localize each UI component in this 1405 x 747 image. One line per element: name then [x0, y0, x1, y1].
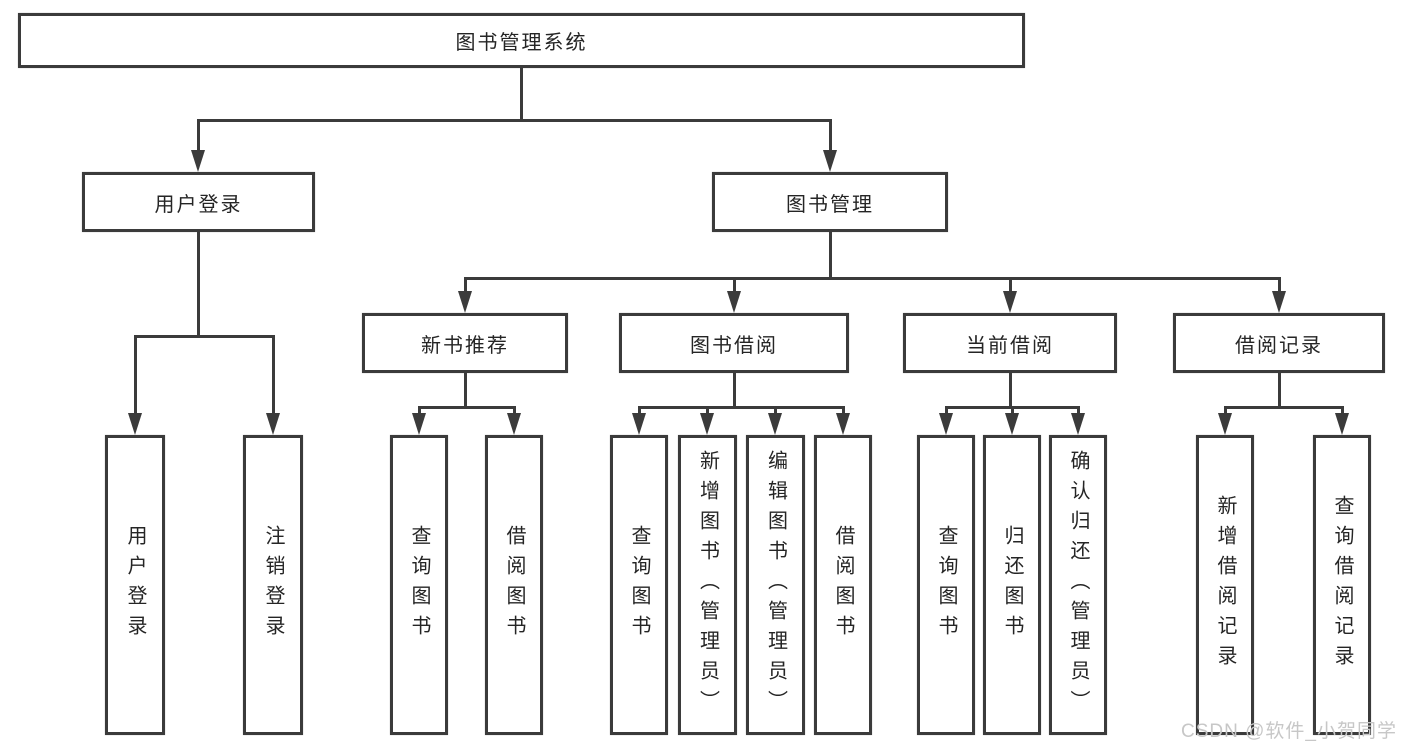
leaf-query-borrow-record: 查询借阅记录	[1313, 435, 1371, 735]
arrow-down-icon	[1272, 291, 1286, 313]
connector-line	[1224, 406, 1344, 409]
csdn-watermark: CSDN @软件_小贺同学	[1181, 721, 1397, 742]
connector-line	[1077, 406, 1080, 417]
arrow-down-icon	[1003, 291, 1017, 313]
connector-line	[829, 119, 832, 154]
connector-line	[464, 277, 1281, 280]
arrow-down-icon	[727, 291, 741, 313]
arrow-down-icon	[1071, 413, 1085, 435]
arrow-down-icon	[1335, 413, 1349, 435]
leaf-query-books-recommend: 查询图书	[390, 435, 448, 735]
connector-line	[638, 406, 844, 409]
node-user-login: 用户登录	[82, 172, 315, 232]
connector-line	[464, 277, 467, 295]
arrow-down-icon	[458, 291, 472, 313]
connector-line	[513, 406, 516, 417]
leaf-return-books: 归还图书	[983, 435, 1041, 735]
connector-line	[197, 119, 200, 154]
node-label: 用户登录	[154, 193, 243, 216]
connector-line	[1009, 277, 1012, 295]
connector-line	[197, 119, 832, 122]
arrow-down-icon	[768, 413, 782, 435]
node-label: 图书管理	[786, 193, 874, 216]
leaf-label: 查询借阅记录	[1331, 495, 1353, 675]
connector-line	[418, 406, 421, 417]
leaf-label: 查询图书	[408, 525, 430, 645]
connector-line	[638, 406, 641, 417]
arrow-down-icon	[700, 413, 714, 435]
arrow-down-icon	[939, 413, 953, 435]
connector-line	[520, 68, 523, 122]
leaf-label: 借阅图书	[503, 525, 525, 645]
connector-line	[1009, 373, 1012, 409]
connector-line	[1011, 406, 1014, 417]
arrow-down-icon	[823, 150, 837, 172]
node-label: 当前借阅	[966, 334, 1054, 357]
connector-line	[945, 406, 948, 417]
leaf-add-borrow-record: 新增借阅记录	[1196, 435, 1254, 735]
leaf-label: 用户登录	[124, 525, 146, 645]
arrow-down-icon	[836, 413, 850, 435]
node-label: 新书推荐	[421, 334, 509, 357]
leaf-label: 编辑图书（管理员）	[764, 450, 787, 720]
leaf-edit-books-admin: 编辑图书（管理员）	[746, 435, 805, 735]
connector-line	[134, 335, 137, 417]
leaf-add-books-admin: 新增图书（管理员）	[678, 435, 737, 735]
leaf-confirm-return-admin: 确认归还（管理员）	[1049, 435, 1107, 735]
arrow-down-icon	[1005, 413, 1019, 435]
connector-line	[418, 406, 516, 409]
connector-line	[464, 373, 467, 409]
leaf-label: 新增借阅记录	[1214, 495, 1236, 675]
leaf-label: 注销登录	[262, 525, 284, 645]
connector-line	[733, 277, 736, 295]
connector-line	[197, 232, 200, 338]
leaf-logout: 注销登录	[243, 435, 303, 735]
node-new-book-recommend: 新书推荐	[362, 313, 568, 373]
node-library-system: 图书管理系统	[18, 13, 1025, 68]
leaf-borrow-books: 借阅图书	[814, 435, 872, 735]
node-book-borrow: 图书借阅	[619, 313, 849, 373]
connector-line	[1341, 406, 1344, 417]
arrow-down-icon	[632, 413, 646, 435]
node-label: 借阅记录	[1235, 334, 1323, 357]
leaf-borrow-books-recommend: 借阅图书	[485, 435, 543, 735]
leaf-label: 查询图书	[935, 525, 957, 645]
leaf-query-books-borrow: 查询图书	[610, 435, 668, 735]
leaf-label: 归还图书	[1001, 525, 1023, 645]
arrow-down-icon	[128, 413, 142, 435]
node-label: 图书管理系统	[455, 32, 588, 54]
leaf-label: 借阅图书	[832, 525, 854, 645]
node-book-management: 图书管理	[712, 172, 948, 232]
node-current-borrow: 当前借阅	[903, 313, 1117, 373]
connector-line	[272, 335, 275, 417]
connector-line	[842, 406, 845, 417]
connector-line	[1278, 277, 1281, 295]
connector-line	[733, 373, 736, 409]
connector-line	[774, 406, 777, 417]
arrow-down-icon	[266, 413, 280, 435]
leaf-label: 确认归还（管理员）	[1067, 450, 1089, 720]
leaf-query-books-current: 查询图书	[917, 435, 975, 735]
arrow-down-icon	[1218, 413, 1232, 435]
connector-line	[829, 232, 832, 280]
connector-line	[134, 335, 275, 338]
arrow-down-icon	[191, 150, 205, 172]
arrow-down-icon	[412, 413, 426, 435]
connector-line	[1224, 406, 1227, 417]
connector-line	[1278, 373, 1281, 409]
node-borrow-records: 借阅记录	[1173, 313, 1385, 373]
leaf-label: 新增图书（管理员）	[696, 450, 719, 720]
node-label: 图书借阅	[690, 334, 778, 357]
leaf-user-login: 用户登录	[105, 435, 165, 735]
leaf-label: 查询图书	[628, 525, 650, 645]
connector-line	[706, 406, 709, 417]
arrow-down-icon	[507, 413, 521, 435]
